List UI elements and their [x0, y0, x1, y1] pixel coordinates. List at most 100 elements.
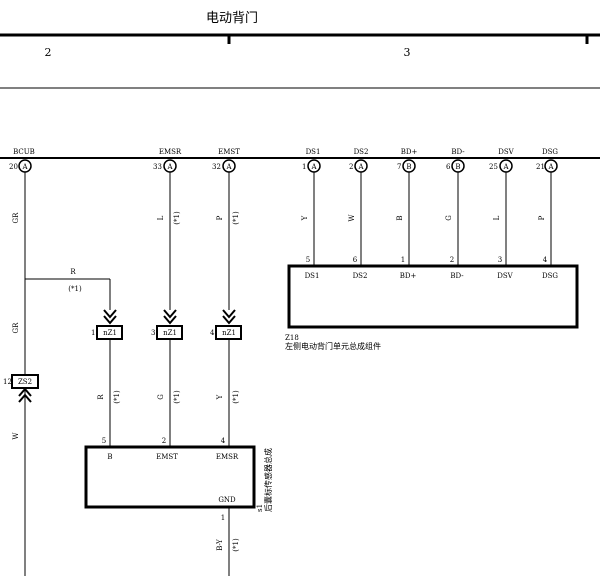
- z18-pin-number: 6: [353, 256, 358, 264]
- wire-color-label: P: [538, 215, 546, 220]
- wire-color-labels: GR GR W R (*1) L (*1) P (*1) Y W B G L P…: [12, 211, 546, 552]
- wire-color-label: Y: [301, 215, 309, 221]
- connector-name-emst: EMST: [218, 148, 240, 156]
- wire-color-label: L: [493, 215, 501, 220]
- z18-component: 5 6 1 2 3 4 DS1 DS2 BD+ BD- DSV DSG Z18 …: [285, 256, 579, 351]
- pin-emst: 32 A: [212, 159, 236, 173]
- pin-letter: A: [502, 163, 509, 171]
- z18-pin-label: DSG: [542, 272, 558, 280]
- pin-number: 33: [153, 163, 162, 171]
- chevron-down-icon: [163, 309, 177, 325]
- s1-pin-number: 4: [221, 437, 226, 445]
- s1-pin-number: 5: [102, 437, 106, 445]
- nz1-pin: 4: [210, 329, 215, 337]
- nz1-connectors: 1 nZ1 3 nZ1 4 nZ1: [91, 325, 242, 340]
- pin-letter: A: [21, 163, 28, 171]
- wire-color-label: R: [97, 394, 105, 400]
- wire-note-label: (*1): [232, 390, 240, 404]
- s1-pin-label: GND: [218, 496, 236, 504]
- wire-note-label: (*1): [173, 211, 181, 225]
- nz1-code: nZ1: [103, 329, 117, 337]
- s1-pin-number: 2: [162, 437, 166, 445]
- z18-code: Z18: [285, 334, 299, 342]
- pin-bcub: 20 A: [9, 159, 32, 173]
- s1-pin-number: 1: [221, 514, 225, 522]
- z18-pin-number: 1: [401, 256, 405, 264]
- wire-note-label: (*1): [232, 538, 240, 552]
- wire-color-label: GR: [12, 322, 20, 334]
- wire-note-label: (*1): [113, 390, 121, 404]
- section-number: 3: [404, 46, 411, 59]
- s1-title: 后囊标传感器总成: [263, 448, 273, 512]
- s1-box: [84, 445, 256, 509]
- zs2-code: ZS2: [18, 378, 32, 386]
- s1-pin-label: B: [107, 453, 112, 461]
- pin-dsg: 21 A: [536, 159, 558, 173]
- connector-name-bd-plus: BD+: [401, 148, 418, 156]
- nz1-box: [215, 325, 242, 340]
- wire-color-label: G: [445, 215, 453, 221]
- zs2-connector: 12 ZS2: [3, 374, 39, 389]
- connector-arrows: [18, 309, 236, 403]
- pin-number: 1: [302, 163, 306, 171]
- s1-pin-label: EMSR: [216, 453, 239, 461]
- wires: [24, 172, 552, 576]
- pin-number: 21: [536, 163, 545, 171]
- z18-pin-number: 5: [306, 256, 310, 264]
- wire-color-label: Y: [216, 394, 224, 400]
- pin-number: 20: [9, 163, 18, 171]
- pin-bd-plus: 7 B: [397, 159, 416, 173]
- pin-letter: A: [166, 163, 173, 171]
- connector-labels: BCUB EMSR EMST DS1 DS2 BD+ BD- DSV DSG: [13, 148, 558, 156]
- section-number: 2: [45, 46, 52, 59]
- z18-title: 左侧电动背门单元总成组件: [285, 341, 381, 351]
- chevron-down-icon: [103, 309, 117, 325]
- pin-letter: B: [406, 163, 411, 171]
- z18-pin-label: BD+: [400, 272, 417, 280]
- nz1-code: nZ1: [163, 329, 177, 337]
- wire-color-label: P: [216, 215, 224, 220]
- pin-emsr: 33 A: [153, 159, 177, 173]
- pin-number: 6: [446, 163, 451, 171]
- wire-color-label: B: [396, 215, 404, 220]
- wire-note-label: (*1): [68, 285, 82, 293]
- connector-name-dsv: DSV: [498, 148, 514, 156]
- s1-pin-label: EMST: [156, 453, 178, 461]
- wire-color-label: G: [157, 394, 165, 400]
- pin-dsv: 25 A: [489, 159, 513, 173]
- wire-color-label: W: [348, 214, 356, 222]
- nz1-code: nZ1: [222, 329, 236, 337]
- nz1-pin: 3: [151, 329, 155, 337]
- chevron-down-icon: [222, 309, 236, 325]
- connector-name-dsg: DSG: [542, 148, 558, 156]
- wire-color-label: L: [157, 215, 165, 220]
- pin-letter: A: [547, 163, 554, 171]
- wire-note-label: (*1): [232, 211, 240, 225]
- connector-name-ds1: DS1: [306, 148, 321, 156]
- pin-number: 25: [489, 163, 498, 171]
- nz1-box: [96, 325, 123, 340]
- z18-box: [287, 264, 579, 329]
- wire-color-label: R: [70, 268, 76, 276]
- wire-color-label: W: [12, 432, 20, 440]
- pin-number: 32: [212, 163, 221, 171]
- diagram-title: 电动背门: [206, 11, 258, 26]
- zs2-pin: 12: [3, 378, 12, 386]
- zs2-box: [11, 374, 39, 389]
- z18-pin-number: 3: [498, 256, 502, 264]
- top-pins: 20 A 33 A 32 A 1 A 2 A 7 B: [9, 159, 558, 173]
- wire-color-label: B-Y: [216, 539, 224, 551]
- z18-pin-label: DSV: [497, 272, 513, 280]
- s1-component: 5 2 4 B EMST EMSR GND 1 s1 后囊标传感器总成: [84, 437, 273, 522]
- connector-name-bd-minus: BD-: [451, 148, 465, 156]
- z18-pin-number: 4: [543, 256, 548, 264]
- nz1-box: [156, 325, 183, 340]
- connector-name-bcub: BCUB: [13, 148, 35, 156]
- pin-bd-minus: 6 B: [446, 159, 465, 173]
- pin-letter: A: [310, 163, 317, 171]
- pin-letter: B: [455, 163, 460, 171]
- s1-code: s1: [256, 504, 264, 512]
- wire-note-label: (*1): [173, 390, 181, 404]
- pin-ds1: 1 A: [302, 159, 321, 173]
